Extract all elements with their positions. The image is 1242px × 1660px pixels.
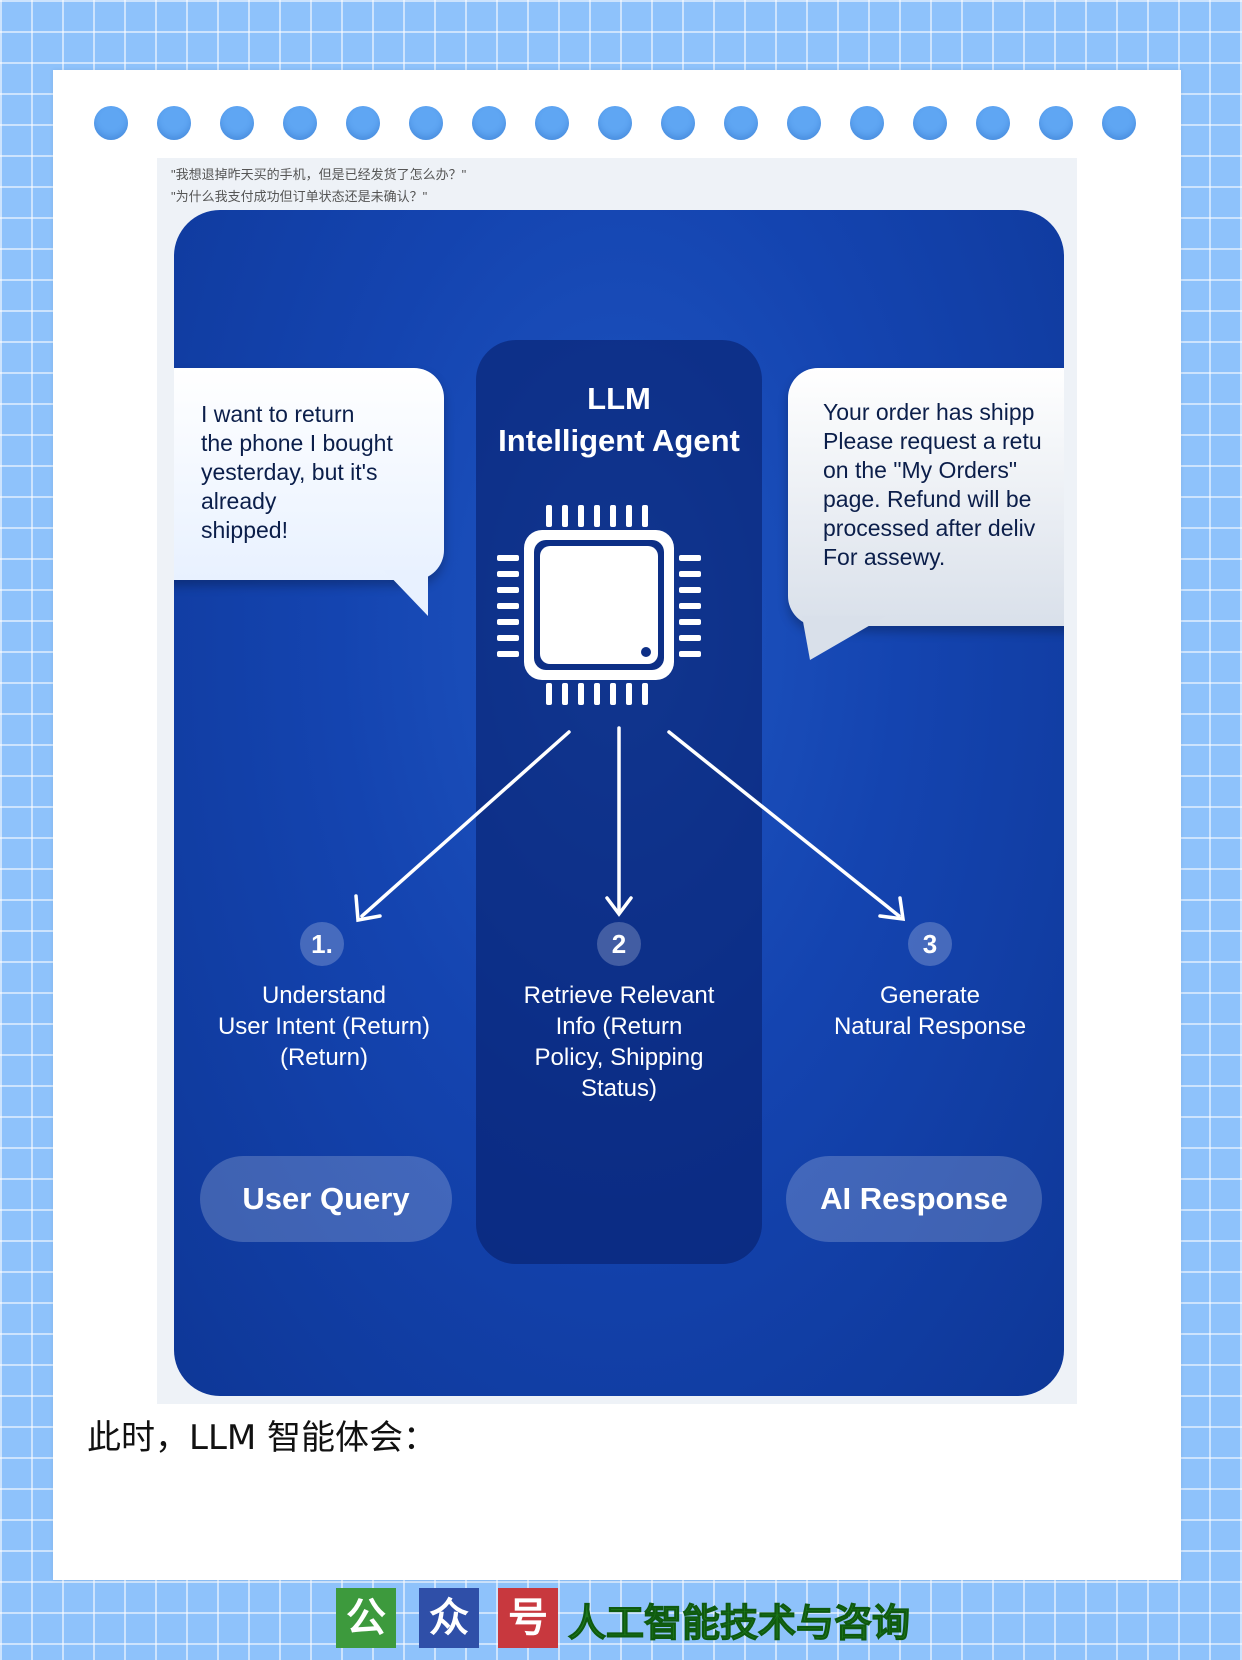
agent-title-line2: Intelligent Agent: [498, 423, 740, 458]
binder-hole: [661, 106, 695, 140]
user-message-bubble: I want to return the phone I bought yest…: [174, 368, 444, 580]
ai-message-text: Your order has shipp Please request a re…: [823, 399, 1042, 570]
step-3-number: 3: [908, 922, 952, 966]
binder-hole: [472, 106, 506, 140]
binder-holes: [94, 106, 1140, 140]
footer-banner: 公 众 号 人工智能技术与咨询: [336, 1588, 1036, 1650]
ai-response-pill: AI Response: [786, 1156, 1042, 1242]
binder-hole: [976, 106, 1010, 140]
step-3-text: Generate Natural Response: [833, 982, 1027, 1040]
step-1-text: Understand User Intent (Return) (Return): [217, 982, 431, 1071]
diagram-figure: "我想退掉昨天买的手机，但是已经发货了怎么办？" "为什么我支付成功但订单状态还…: [157, 158, 1077, 1404]
footer-badge-2: 众: [419, 1588, 479, 1648]
chip-icon: [497, 505, 701, 705]
binder-hole: [787, 106, 821, 140]
binder-hole: [220, 106, 254, 140]
binder-hole: [724, 106, 758, 140]
binder-hole: [409, 106, 443, 140]
binder-hole: [157, 106, 191, 140]
agent-title-line1: LLM: [587, 381, 651, 416]
binder-hole: [850, 106, 884, 140]
flow-arrows: [354, 726, 906, 923]
caption-line-2: "为什么我支付成功但订单状态还是未确认？": [171, 189, 428, 204]
binder-hole: [913, 106, 947, 140]
body-paragraph: 此时，LLM 智能体会：: [87, 1418, 438, 1458]
notebook-paper: "我想退掉昨天买的手机，但是已经发货了怎么办？" "为什么我支付成功但订单状态还…: [53, 70, 1181, 1580]
footer-badge-3: 号: [498, 1588, 558, 1648]
binder-hole: [1039, 106, 1073, 140]
binder-hole: [598, 106, 632, 140]
user-message-text: I want to return the phone I bought yest…: [201, 401, 393, 543]
footer-badge-1: 公: [336, 1588, 396, 1648]
user-bubble-tail: [384, 570, 428, 616]
binder-hole: [346, 106, 380, 140]
binder-hole: [1102, 106, 1136, 140]
diagram-panel: LLM Intelligent Agent: [174, 210, 1064, 1396]
ai-message-bubble: Your order has shipp Please request a re…: [788, 368, 1064, 626]
user-query-pill: User Query: [200, 1156, 452, 1242]
binder-hole: [283, 106, 317, 140]
caption-line-1: "我想退掉昨天买的手机，但是已经发货了怎么办？": [171, 167, 467, 182]
step-2-number: 2: [597, 922, 641, 966]
ai-bubble-tail: [802, 616, 886, 660]
step-2-text: Retrieve Relevant Info (Return Policy, S…: [523, 982, 715, 1102]
binder-hole: [535, 106, 569, 140]
binder-hole: [94, 106, 128, 140]
step-1-number: 1.: [300, 922, 344, 966]
footer-account-name: 人工智能技术与咨询: [567, 1601, 911, 1646]
agent-title: LLM Intelligent Agent: [476, 378, 762, 462]
